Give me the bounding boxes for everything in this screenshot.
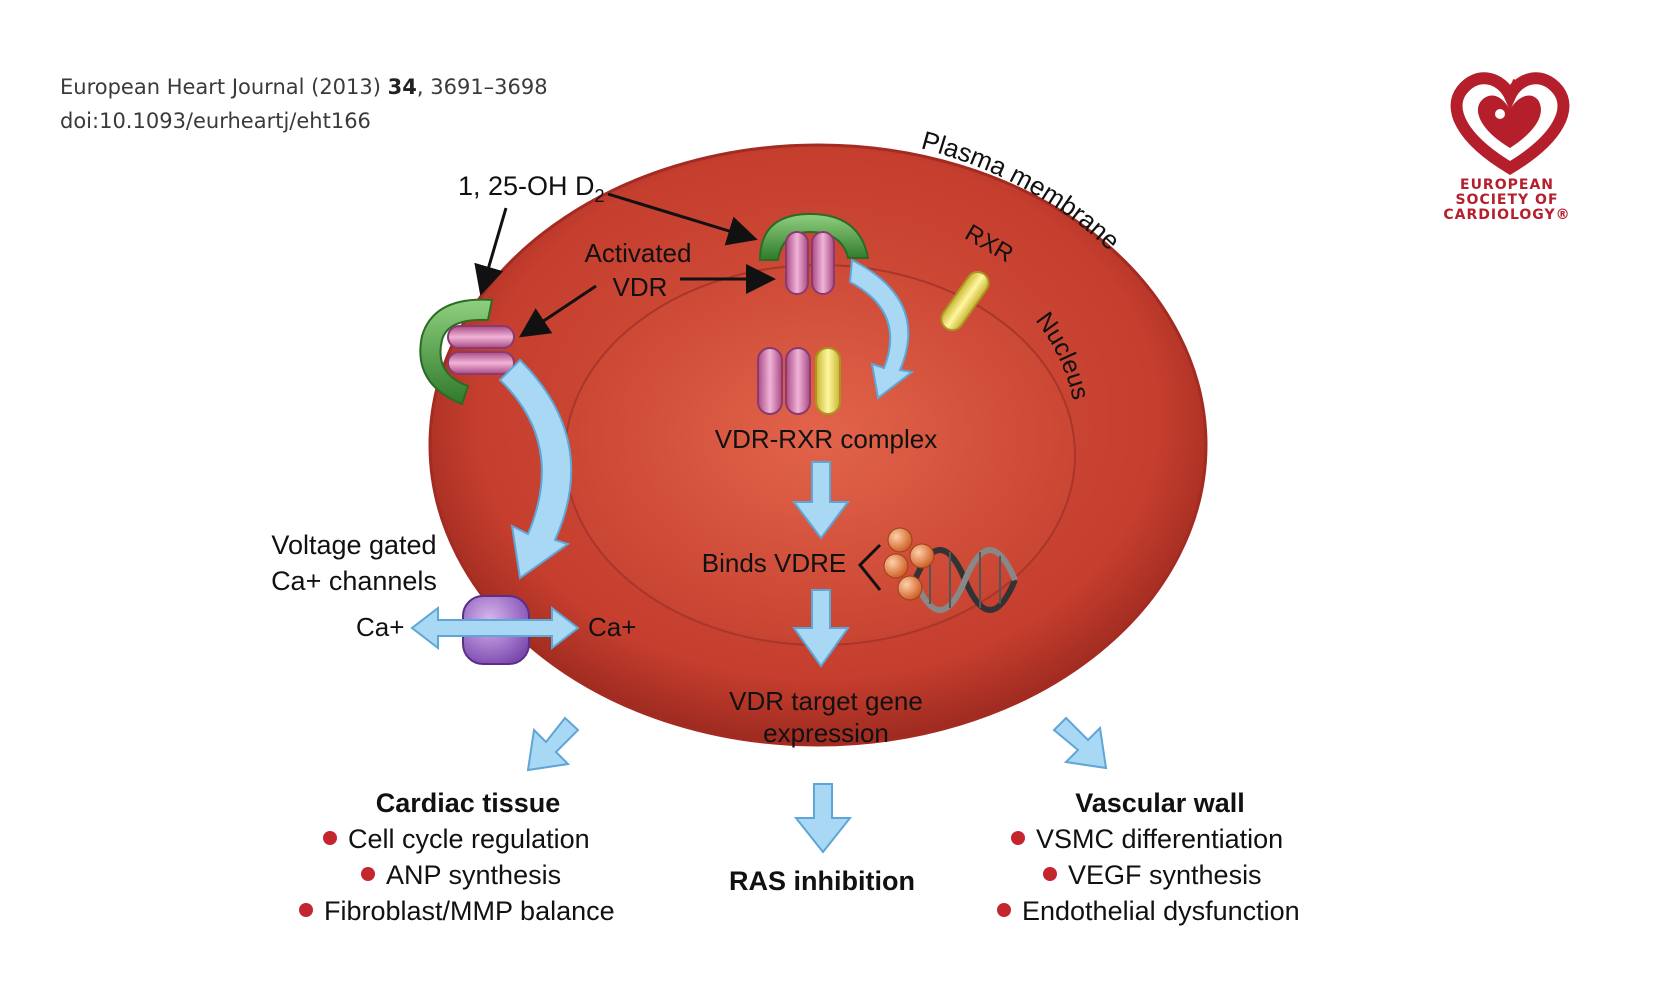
journal-name: European Heart Journal (2013) bbox=[60, 75, 381, 99]
vascular-item-1: VSMC differentiation bbox=[1036, 824, 1283, 854]
journal-volume: 34 bbox=[387, 75, 417, 99]
target-gene-label-1: VDR target gene bbox=[729, 686, 923, 716]
outward-arrow-vascular-icon bbox=[1052, 716, 1108, 770]
ras-label: RAS inhibition bbox=[729, 866, 915, 896]
complex-label: VDR-RXR complex bbox=[715, 424, 938, 454]
cardiac-bullet-3 bbox=[299, 903, 313, 917]
ligand-arrow-to-left-receptor bbox=[474, 207, 508, 296]
vascular-title: Vascular wall bbox=[1075, 788, 1245, 818]
voltage-label-1: Voltage gated bbox=[271, 530, 436, 560]
rxr-capsule-icon bbox=[940, 270, 990, 332]
cardiac-item-2: ANP synthesis bbox=[386, 860, 561, 890]
cardiac-bullet-2 bbox=[361, 867, 375, 881]
ligand-arrow-to-top-receptor bbox=[607, 192, 758, 246]
esc-line-3: CARDIOLOGY® bbox=[1443, 207, 1571, 223]
ligand-label: 1, 25-OH D2 bbox=[458, 171, 605, 206]
cardiac-bullet-1 bbox=[323, 831, 337, 845]
calcium-double-arrow-icon bbox=[410, 605, 580, 651]
cardiac-title: Cardiac tissue bbox=[376, 788, 561, 818]
left-vdr-upper-icon bbox=[447, 325, 515, 349]
vascular-bullet-3 bbox=[997, 903, 1011, 917]
cardiac-item-1: Cell cycle regulation bbox=[348, 824, 590, 854]
activated-label: Activated bbox=[585, 238, 692, 268]
vdre-bracket-icon bbox=[857, 543, 882, 591]
outward-arrow-ras-icon bbox=[793, 783, 853, 854]
voltage-label-2: Ca+ channels bbox=[271, 566, 437, 596]
vascular-bullet-2 bbox=[1043, 867, 1057, 881]
complex-vdr-right-icon bbox=[785, 347, 811, 415]
activated-arrow-to-left bbox=[519, 284, 597, 338]
esc-wordmark: EUROPEAN SOCIETY OF CARDIOLOGY® bbox=[1442, 178, 1572, 223]
complex-rxr-icon bbox=[815, 347, 841, 415]
target-gene-label-2: expression bbox=[763, 718, 889, 748]
esc-heart-logo-icon bbox=[1450, 72, 1570, 175]
citation: European Heart Journal (2013) 34, 3691–3… bbox=[60, 70, 548, 138]
ca-right-label: Ca+ bbox=[588, 612, 636, 642]
journal-pages: , 3691–3698 bbox=[416, 75, 548, 99]
vdre-bound-complex-icon bbox=[883, 527, 935, 601]
doi: doi:10.1093/eurheartj/eht166 bbox=[60, 109, 371, 133]
top-vdr-left-icon bbox=[785, 231, 809, 295]
cardiac-item-3: Fibroblast/MMP balance bbox=[324, 896, 615, 926]
citation-line-1: European Heart Journal (2013) 34, 3691–3… bbox=[60, 70, 548, 104]
binds-vdre-label: Binds VDRE bbox=[702, 548, 847, 578]
left-vdr-lower-icon bbox=[447, 351, 515, 375]
vascular-item-2: VEGF synthesis bbox=[1068, 860, 1262, 890]
down-arrow-to-vdre-icon bbox=[792, 461, 850, 540]
vascular-item-3: Endothelial dysfunction bbox=[1022, 896, 1300, 926]
ca-left-label: Ca+ bbox=[356, 612, 404, 642]
outward-arrow-cardiac-icon bbox=[526, 716, 580, 772]
curved-arrow-to-complex-icon bbox=[848, 258, 915, 400]
down-arrow-to-target-icon bbox=[792, 589, 850, 668]
complex-vdr-left-icon bbox=[757, 347, 783, 415]
top-vdr-right-icon bbox=[811, 231, 835, 295]
vascular-bullet-1 bbox=[1011, 831, 1025, 845]
esc-line-1: EUROPEAN bbox=[1460, 177, 1554, 193]
left-membrane-receptor-icon bbox=[419, 298, 494, 406]
esc-line-2: SOCIETY OF bbox=[1455, 192, 1559, 208]
vdr-label: VDR bbox=[613, 272, 668, 302]
nucleus bbox=[564, 264, 1076, 646]
curved-arrow-to-channel-icon bbox=[498, 358, 573, 580]
